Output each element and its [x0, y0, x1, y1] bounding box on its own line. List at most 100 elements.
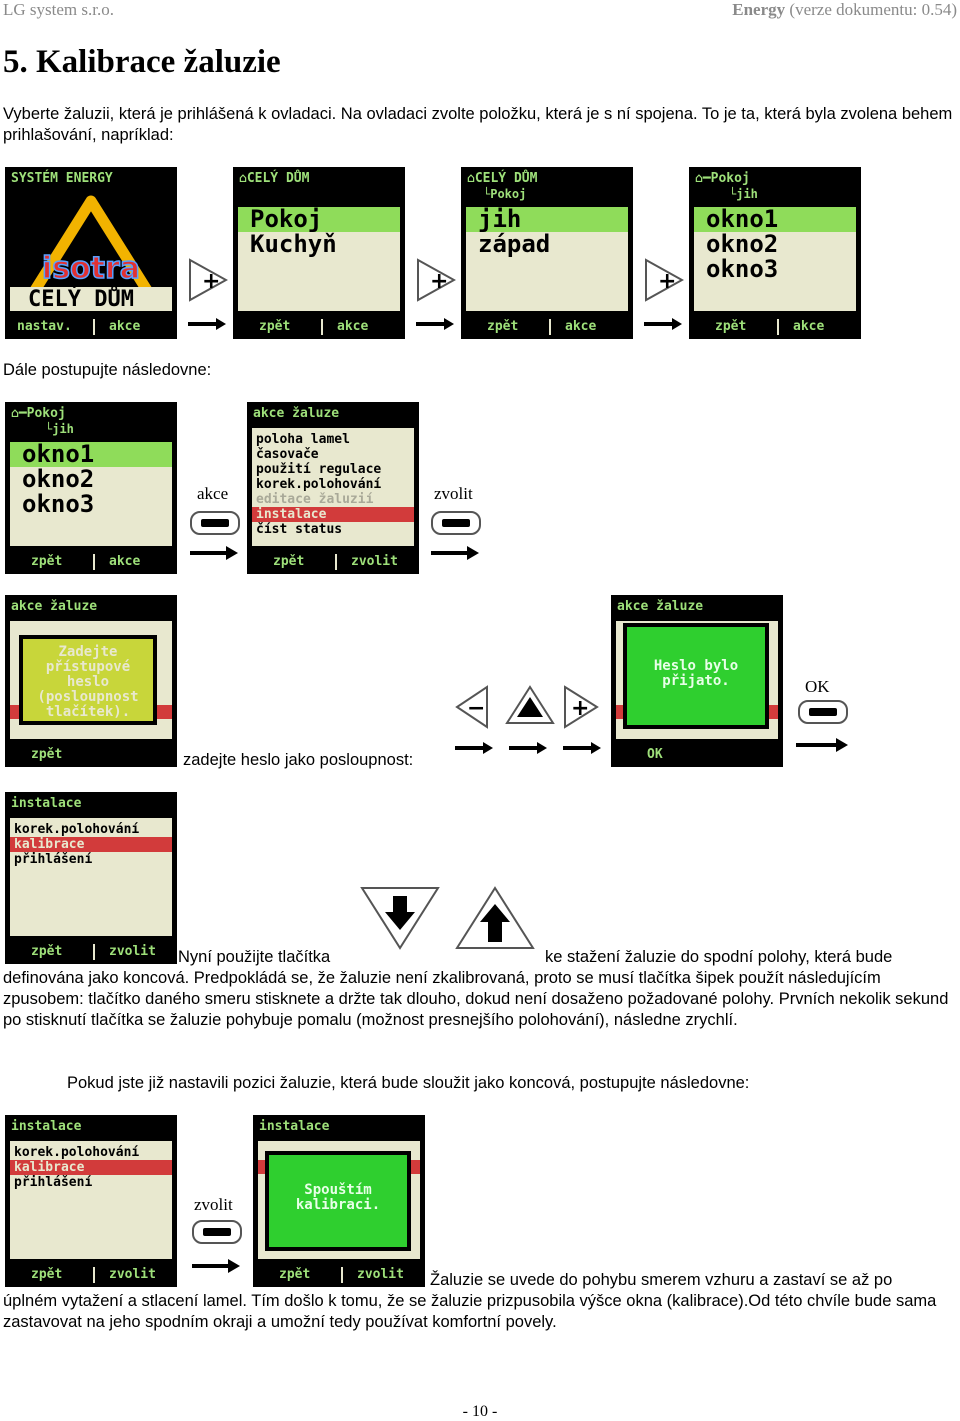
screen-title: akce žaluze [253, 406, 340, 421]
menu-item-selected: kalibrace [10, 1160, 172, 1175]
svg-text:+: + [658, 269, 676, 294]
screen-heslo-prompt: akce žaluze Zadejte přístupové heslo (po… [5, 595, 177, 767]
screen-title: instalace [11, 796, 82, 811]
menu-item: Kuchyň [250, 230, 337, 258]
menu-item: korek.polohování [14, 822, 140, 837]
page-number: - 10 - [462, 1403, 498, 1420]
header-product: Energy [732, 0, 786, 19]
softkey-left: zpět [715, 319, 747, 334]
screen-instalace: instalace korek.polohování kalibrace při… [5, 792, 177, 964]
menu-item-selected: Pokoj [238, 207, 400, 232]
calibration-paragraph: úplném vytažení a stlacení lamel. Tím do… [3, 1292, 937, 1331]
isotra-logo-text: isotra [42, 251, 140, 286]
menu-item-selected: jih [466, 207, 628, 232]
header-version: (verze dokumentu: 0.54) [785, 0, 957, 19]
svg-text:+: + [430, 269, 448, 294]
label-zvolit: zvolit [434, 484, 473, 503]
down-arrow-button-icon [360, 887, 440, 950]
screen-subtitle: └Pokoj [483, 187, 527, 201]
softkey-left: OK [647, 747, 663, 762]
softkey-right: zvolit [109, 944, 156, 959]
up-button-icon [505, 685, 555, 754]
text-blind-moves: Žaluzie se uvede do pohybu smerem vzhuru… [430, 1271, 893, 1289]
softkey-left: zpět [259, 319, 291, 334]
calibration-dialog: Spouštím kalibraci. [265, 1151, 411, 1251]
softkey-left: zpět [273, 554, 305, 569]
screen-subtitle: └jih [45, 422, 74, 436]
label-zvolit: zvolit [194, 1195, 233, 1214]
screen-jih: ⌂━Pokoj └jih okno1 okno2 okno3 zpět akce [689, 167, 861, 339]
up-arrow-button-icon [455, 886, 535, 949]
menu-item: okno3 [706, 255, 779, 283]
label-ok: OK [805, 677, 830, 696]
softkey-left: zpět [31, 1267, 63, 1282]
softkey-right: zvolit [351, 554, 398, 569]
menu-item: západ [478, 230, 551, 258]
password-dialog: Zadejte přístupové heslo (posloupnost tl… [19, 635, 157, 725]
screen-title: instalace [11, 1119, 82, 1134]
success-dialog: Heslo bylo přijato. [623, 623, 769, 729]
screen-cely-dum: ⌂CELÝ DŮM Pokoj Kuchyň zpět akce [233, 167, 405, 339]
menu-item: CELÝ DŮM [28, 287, 134, 312]
arrow-right-icon [190, 546, 238, 560]
menu-item-selected: instalace [252, 507, 414, 522]
softkey-left: zpět [31, 944, 63, 959]
screen-title: ⌂CELÝ DŮM [239, 171, 310, 186]
password-caption: zadejte heslo jako posloupnost: [183, 751, 414, 769]
arrow-right-icon [796, 738, 848, 752]
softkey-right: zvolit [109, 1267, 156, 1282]
svg-text:+: + [571, 696, 589, 721]
svg-text:+: + [202, 269, 220, 294]
screen-akce-zaluze: akce žaluze poloha lamel časovače použit… [247, 402, 419, 574]
section-heading: 5. Kalibrace žaluzie [3, 44, 281, 80]
row5-intro: Pokud jste již nastavili pozici žaluzie,… [67, 1074, 750, 1092]
minus-button-icon [431, 511, 481, 535]
plus-button-icon: + [644, 258, 684, 330]
screen-title: SYSTÉM ENERGY [11, 171, 113, 186]
minus-button-icon [190, 511, 240, 535]
softkey-right: akce [793, 319, 825, 334]
text-pull-down: ke stažení žaluzie do spodní polohy, kte… [545, 948, 893, 966]
screen-subtitle: └jih [729, 187, 758, 201]
menu-item: číst status [256, 522, 343, 537]
menu-item: přihlášení [14, 852, 93, 867]
softkey-right: akce [337, 319, 369, 334]
menu-item-disabled: editace žaluzií [256, 492, 374, 507]
minus-button-icon [192, 1220, 242, 1244]
menu-item: okno3 [22, 490, 95, 518]
plus-button-icon: + [188, 258, 228, 330]
screen-instalace-kalibrace: instalace korek.polohování kalibrace při… [5, 1115, 177, 1287]
screen-title: akce žaluze [11, 599, 98, 614]
menu-item-selected: okno1 [694, 207, 856, 232]
menu-item-selected: okno1 [10, 442, 172, 467]
label-akce: akce [197, 484, 229, 503]
screen-system-energy: SYSTÉM ENERGY isotra CELÝ DŮM nastav. akc… [5, 167, 177, 339]
intro-paragraph: Vyberte žaluzii, která je prihlášená k o… [3, 105, 953, 144]
menu-item: korek.polohování [256, 477, 382, 492]
minus-button-icon: − [455, 685, 493, 754]
header-document-info: Energy (verze dokumentu: 0.54) [732, 0, 957, 20]
softkey-right: akce [109, 554, 141, 569]
softkey-left: nastav. [17, 319, 72, 334]
softkey-left: zpět [279, 1267, 311, 1282]
menu-item-selected: kalibrace [10, 837, 172, 852]
screen-title: ⌂━Pokoj [695, 171, 750, 186]
menu-item: použití regulace [256, 462, 382, 477]
softkey-right: zvolit [357, 1267, 404, 1282]
softkey-left: zpět [31, 747, 63, 762]
screen-title: akce žaluze [617, 599, 704, 614]
screen-title: ⌂━Pokoj [11, 406, 66, 421]
menu-item: přihlášení [14, 1175, 93, 1190]
softkey-right: akce [565, 319, 597, 334]
arrow-right-icon [431, 546, 479, 560]
softkey-left: zpět [487, 319, 519, 334]
menu-item: poloha lamel [256, 432, 350, 447]
minus-button-icon [798, 700, 848, 724]
plus-button-icon: + [416, 258, 456, 330]
menu-item: okno2 [706, 230, 779, 258]
menu-item: okno2 [22, 465, 95, 493]
softkey-right: akce [109, 319, 141, 334]
continue-text: Dále postupujte následovne: [3, 361, 212, 379]
